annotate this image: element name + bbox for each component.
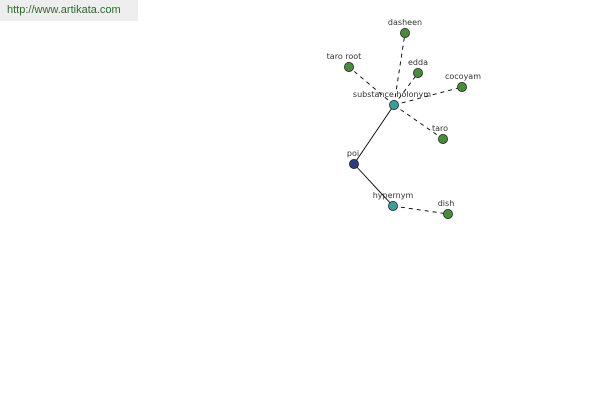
- label-relation-substance-holonym[interactable]: substance holonym: [353, 90, 431, 99]
- edge-poi-to-substance-holonym: [353, 104, 395, 165]
- edge-hypernym-to-dish: [392, 205, 449, 215]
- graph-nodes: [344, 28, 467, 219]
- label-relation-hypernym[interactable]: hypernym: [373, 191, 414, 200]
- node-term-taro[interactable]: [438, 134, 448, 144]
- label-term-dish[interactable]: dish: [438, 199, 455, 208]
- node-term-edda[interactable]: [413, 68, 423, 78]
- graph-labels: poi substance holonym dasheen taro root edda…: [327, 18, 482, 208]
- node-term-taro-root[interactable]: [344, 62, 354, 72]
- label-term-cocoyam[interactable]: cocoyam: [445, 72, 481, 81]
- label-term-taro-root[interactable]: taro root: [327, 52, 362, 61]
- edge-substance-holonym-to-cocoyam: [393, 86, 463, 106]
- edge-substance-holonym-to-taro: [393, 104, 444, 140]
- node-term-cocoyam[interactable]: [457, 82, 467, 92]
- label-term-taro[interactable]: taro: [432, 124, 448, 133]
- label-term-edda[interactable]: edda: [408, 58, 428, 67]
- url-banner[interactable]: http://www.artikata.com: [0, 0, 138, 21]
- graph-edges: [348, 32, 463, 215]
- edge-substance-holonym-to-edda: [393, 72, 419, 106]
- label-term-dasheen[interactable]: dasheen: [388, 18, 422, 27]
- edge-poi-to-hypernym: [353, 163, 394, 207]
- node-relation-substance-holonym[interactable]: [389, 100, 399, 110]
- node-term-dish[interactable]: [443, 209, 453, 219]
- node-root-poi[interactable]: [349, 159, 359, 169]
- node-term-dasheen[interactable]: [400, 28, 410, 38]
- node-relation-hypernym[interactable]: [388, 201, 398, 211]
- label-root-poi[interactable]: poi: [347, 149, 359, 158]
- edge-substance-holonym-to-taro-root: [348, 66, 395, 106]
